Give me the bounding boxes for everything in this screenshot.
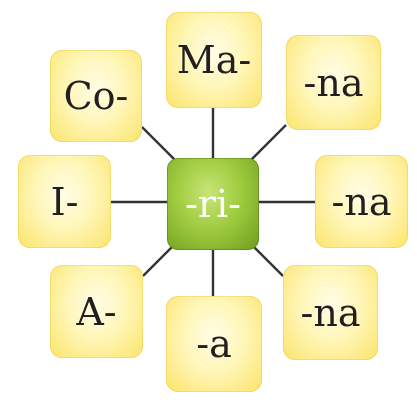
tile-right-label: -na: [331, 179, 392, 224]
tile-bottom-right-label: -na: [300, 290, 361, 335]
tile-bottom: -a: [166, 296, 262, 392]
tile-top-right-label: -na: [303, 60, 364, 105]
tile-bottom-right: -na: [283, 265, 378, 360]
tile-top-right: -na: [286, 35, 381, 130]
tile-top-left-label: Co-: [63, 74, 129, 118]
tile-bottom-label: -a: [196, 322, 232, 366]
tile-bottom-left: A-: [50, 265, 143, 358]
tile-right: -na: [315, 155, 408, 248]
tile-top-label: Ma-: [176, 38, 252, 82]
tile-top-left: Co-: [50, 50, 142, 142]
center-tile: -ri-: [167, 158, 259, 250]
center-tile-label: -ri-: [185, 182, 241, 226]
tile-left-label: I-: [50, 179, 79, 224]
tile-top: Ma-: [166, 12, 262, 108]
tile-left: I-: [18, 155, 111, 248]
tile-bottom-left-label: A-: [76, 289, 117, 334]
